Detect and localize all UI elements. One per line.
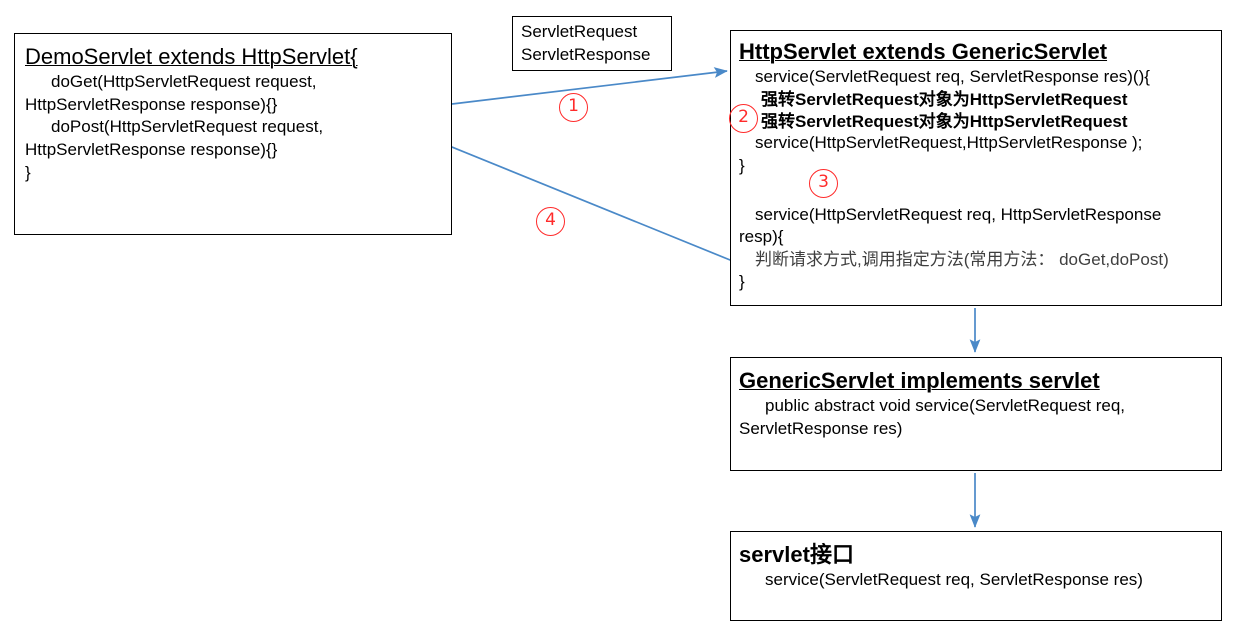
http-servlet-method-signature-b-text: resp){	[739, 227, 784, 247]
step-marker-1: 1	[559, 93, 588, 122]
arrow-step-1	[451, 67, 728, 105]
step-marker-3: 3	[809, 169, 838, 198]
demo-servlet-line-3-text: HttpServletResponse response){}	[25, 140, 278, 160]
generic-servlet-line-1-text: ServletResponse res)	[739, 418, 903, 438]
demo-servlet-closing-brace: }	[25, 162, 31, 182]
servlet-request-label: ServletRequest	[521, 22, 638, 41]
servlet-interface-box: servlet接口 service(ServletRequest req, Se…	[730, 531, 1222, 621]
http-servlet-method-signature-a-text: service(HttpServletRequest req, HttpServ…	[755, 204, 1162, 224]
http-servlet-cast-line-2-text: 强转ServletRequest对象为HttpServletRequest	[761, 111, 1128, 131]
servlet-interface-line-0-text: service(ServletRequest req, ServletRespo…	[765, 570, 1143, 590]
http-servlet-box: HttpServlet extends GenericServlet servi…	[730, 30, 1222, 306]
step-marker-2: 2	[729, 104, 758, 133]
step-marker-3-text: 3	[818, 172, 829, 192]
http-servlet-inner-call: service(HttpServletRequest,HttpServletRe…	[739, 132, 1213, 155]
generic-servlet-line-0-text: public abstract void service(ServletRequ…	[765, 396, 1125, 416]
http-servlet-close-brace-2: }	[739, 271, 1213, 294]
http-servlet-close-brace-2-text: }	[739, 272, 745, 292]
generic-servlet-line-1: ServletResponse res)	[739, 418, 1213, 441]
http-servlet-method-body-text: 判断请求方式,调用指定方法(常用方法： doGet,doPost)	[755, 249, 1169, 269]
http-servlet-signature: service(ServletRequest req, ServletRespo…	[739, 66, 1213, 89]
demo-servlet-line-3: HttpServletResponse response){}	[25, 139, 441, 162]
http-servlet-method-signature-b: resp){	[739, 226, 1213, 249]
servlet-interface-line-0: service(ServletRequest req, ServletRespo…	[739, 569, 1213, 592]
http-servlet-inner-call-text: service(HttpServletRequest,HttpServletRe…	[755, 133, 1143, 153]
http-servlet-method-signature-a: service(HttpServletRequest req, HttpServ…	[739, 204, 1213, 227]
servlet-types-line-0: ServletRequest	[521, 21, 663, 44]
http-servlet-cast-line-1-text: 强转ServletRequest对象为HttpServletRequest	[761, 89, 1128, 109]
http-servlet-close-brace-1-text: }	[739, 155, 745, 175]
generic-servlet-line-0: public abstract void service(ServletRequ…	[739, 395, 1213, 418]
step-marker-4-text: 4	[545, 210, 556, 230]
servlet-types-line-1: ServletResponse	[521, 44, 663, 67]
demo-servlet-line-2-text: doPost(HttpServletRequest request,	[51, 117, 324, 137]
servlet-interface-header-text: servlet接口	[739, 542, 854, 567]
demo-servlet-line-1: HttpServletResponse response){}	[25, 94, 441, 117]
demo-servlet-line-4: }	[25, 162, 441, 185]
step-marker-4: 4	[536, 207, 565, 236]
step-marker-2-text: 2	[738, 107, 749, 127]
http-servlet-header: HttpServlet extends GenericServlet	[739, 37, 1213, 66]
demo-servlet-line-0: doGet(HttpServletRequest request,	[25, 71, 441, 94]
step-marker-1-text: 1	[568, 96, 579, 116]
generic-servlet-box: GenericServlet implements servlet public…	[730, 357, 1222, 471]
http-servlet-close-brace-1: }	[739, 155, 1213, 178]
demo-servlet-box: DemoServlet extends HttpServlet{ doGet(H…	[14, 33, 452, 235]
http-servlet-cast-line-1: 强转ServletRequest对象为HttpServletRequest	[739, 89, 1213, 111]
demo-servlet-header-text: DemoServlet extends HttpServlet{	[25, 44, 358, 69]
http-servlet-signature-text: service(ServletRequest req, ServletRespo…	[755, 67, 1150, 87]
generic-servlet-header-text: GenericServlet implements servlet	[739, 368, 1100, 393]
demo-servlet-line-0-text: doGet(HttpServletRequest request,	[51, 72, 317, 92]
http-servlet-method-body: 判断请求方式,调用指定方法(常用方法： doGet,doPost)	[739, 249, 1213, 272]
demo-servlet-header: DemoServlet extends HttpServlet{	[25, 42, 441, 71]
http-servlet-cast-line-2: 强转ServletRequest对象为HttpServletRequest	[739, 111, 1213, 133]
generic-servlet-header: GenericServlet implements servlet	[739, 366, 1213, 395]
servlet-response-label: ServletResponse	[521, 44, 651, 64]
demo-servlet-line-2: doPost(HttpServletRequest request,	[25, 116, 441, 139]
demo-servlet-line-1-text: HttpServletResponse response){}	[25, 94, 278, 114]
servlet-interface-header: servlet接口	[739, 540, 1213, 569]
servlet-types-box: ServletRequest ServletResponse	[512, 16, 672, 71]
http-servlet-header-text: HttpServlet extends GenericServlet	[739, 39, 1108, 64]
